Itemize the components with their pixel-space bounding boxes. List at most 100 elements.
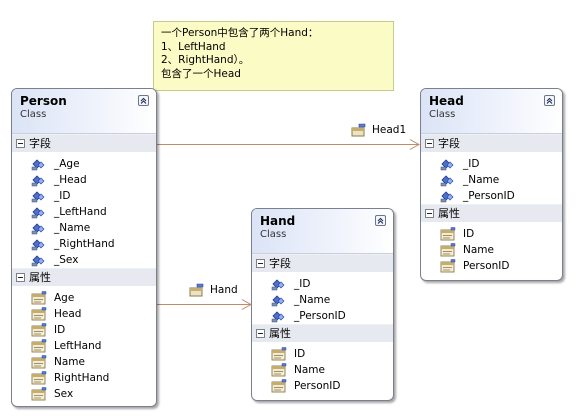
collapse-minus-icon[interactable]: [425, 209, 434, 218]
properties-section-header[interactable]: 属性: [12, 268, 156, 286]
field-item[interactable]: _PersonID: [421, 188, 562, 204]
note-line: 1、LeftHand: [161, 40, 226, 53]
field-item[interactable]: _RightHand: [12, 236, 156, 252]
member-label: _ID: [463, 158, 480, 170]
property-item[interactable]: Name: [252, 362, 393, 378]
member-label: PersonID: [463, 260, 510, 272]
field-item[interactable]: _Name: [252, 292, 393, 308]
person-head-arrowhead: [409, 139, 421, 150]
property-item[interactable]: LeftHand: [12, 338, 156, 354]
fields-section-header[interactable]: 字段: [252, 254, 393, 272]
note-line: 2、RightHand）。: [161, 54, 250, 66]
collapse-chevron-icon[interactable]: [375, 215, 386, 226]
section-title: 属性: [29, 271, 51, 284]
property-item[interactable]: Head: [12, 306, 156, 322]
field-item[interactable]: _ID: [421, 156, 562, 172]
member-label: _Sex: [54, 254, 79, 266]
class-name: Hand: [260, 214, 296, 228]
member-label: Head: [54, 308, 82, 320]
hand-association-label[interactable]: Hand: [210, 284, 238, 296]
property-item[interactable]: Age: [12, 290, 156, 306]
property-icon: [271, 379, 287, 393]
field-item[interactable]: _ID: [12, 188, 156, 204]
class-person[interactable]: Person Class 字段 _Age _Head _ID _LeftHand…: [11, 88, 157, 407]
member-label: _ID: [54, 190, 71, 202]
fields-section-header[interactable]: 字段: [421, 134, 562, 152]
fields-section-header[interactable]: 字段: [12, 134, 156, 152]
property-item[interactable]: Name: [12, 354, 156, 370]
member-label: _PersonID: [294, 310, 346, 322]
member-label: ID: [463, 228, 475, 240]
property-icon: [440, 259, 456, 273]
property-item[interactable]: PersonID: [421, 258, 562, 274]
member-label: _Age: [54, 158, 80, 170]
class-header[interactable]: Person Class: [12, 89, 156, 134]
properties-section-header[interactable]: 属性: [421, 204, 562, 222]
member-label: _Head: [54, 174, 87, 186]
property-item[interactable]: Name: [421, 242, 562, 258]
class-header[interactable]: Hand Class: [252, 209, 393, 254]
property-icon: [271, 347, 287, 361]
field-item[interactable]: _ID: [252, 276, 393, 292]
property-item[interactable]: ID: [421, 226, 562, 242]
class-header[interactable]: Head Class: [421, 89, 562, 134]
field-icon: [440, 189, 456, 203]
field-item[interactable]: _Name: [12, 220, 156, 236]
collapse-minus-icon[interactable]: [16, 139, 25, 148]
association-property-icon: [351, 123, 367, 137]
member-label: RightHand: [54, 372, 110, 384]
member-label: Age: [54, 292, 75, 304]
collapse-minus-icon[interactable]: [256, 329, 265, 338]
comment-note[interactable]: 一个Person中包含了两个Hand： 1、LeftHand 2、RightHa…: [153, 21, 394, 91]
field-icon: [440, 157, 456, 171]
class-head[interactable]: Head Class 字段 _ID _Name _PersonID 属性 ID …: [420, 88, 563, 281]
field-icon: [271, 277, 287, 291]
property-item[interactable]: ID: [12, 322, 156, 338]
property-icon: [31, 339, 47, 353]
member-label: ID: [294, 348, 306, 360]
member-label: PersonID: [294, 380, 341, 392]
property-icon: [31, 371, 47, 385]
properties-section-header[interactable]: 属性: [252, 324, 393, 342]
property-item[interactable]: RightHand: [12, 370, 156, 386]
collapse-minus-icon[interactable]: [256, 259, 265, 268]
member-label: Name: [54, 356, 85, 368]
field-item[interactable]: _Head: [12, 172, 156, 188]
section-title: 字段: [29, 137, 51, 150]
property-item[interactable]: Sex: [12, 386, 156, 402]
property-icon: [31, 323, 47, 337]
member-label: _Name: [294, 294, 331, 306]
collapse-chevron-icon[interactable]: [138, 95, 149, 106]
property-icon: [31, 291, 47, 305]
member-label: _ID: [294, 278, 311, 290]
member-label: Name: [294, 364, 325, 376]
association-property-icon: [189, 283, 205, 297]
property-icon: [31, 355, 47, 369]
property-item[interactable]: PersonID: [252, 378, 393, 394]
property-item[interactable]: ID: [252, 346, 393, 362]
head-association-label[interactable]: Head1: [372, 124, 407, 136]
class-hand[interactable]: Hand Class 字段 _ID _Name _PersonID 属性 ID …: [251, 208, 394, 401]
field-item[interactable]: _Name: [421, 172, 562, 188]
field-icon: [31, 237, 47, 251]
class-kind: Class: [260, 229, 287, 240]
member-label: _Name: [463, 174, 500, 186]
collapse-minus-icon[interactable]: [16, 273, 25, 282]
collapse-chevron-icon[interactable]: [544, 95, 555, 106]
note-line: 一个Person中包含了两个Hand：: [161, 27, 319, 39]
field-icon: [31, 189, 47, 203]
section-title: 字段: [438, 137, 460, 150]
field-icon: [31, 173, 47, 187]
field-item[interactable]: _Sex: [12, 252, 156, 268]
member-label: LeftHand: [54, 340, 102, 352]
collapse-minus-icon[interactable]: [425, 139, 434, 148]
field-icon: [31, 205, 47, 219]
class-name: Head: [429, 94, 464, 108]
field-item[interactable]: _LeftHand: [12, 204, 156, 220]
member-label: _LeftHand: [54, 206, 107, 218]
section-title: 属性: [438, 207, 460, 220]
field-item[interactable]: _PersonID: [252, 308, 393, 324]
field-item[interactable]: _Age: [12, 156, 156, 172]
section-title: 字段: [269, 257, 291, 270]
